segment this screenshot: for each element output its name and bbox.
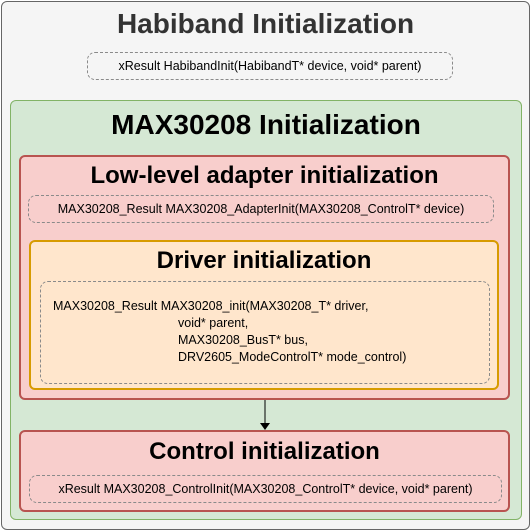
- signature-line: MAX30208_BusT* bus,: [178, 333, 308, 347]
- max30208-title: MAX30208 Initialization: [111, 109, 421, 140]
- control-initialization-container: Control initialization xResult MAX30208_…: [19, 430, 510, 512]
- habiband-title: Habiband Initialization: [116, 8, 415, 39]
- habiband-init-signature: xResult HabibandInit(HabibandT* device, …: [87, 52, 453, 80]
- driver-init-signature: MAX30208_Result MAX30208_init(MAX30208_T…: [40, 281, 490, 384]
- driver-initialization-container: Driver initialization MAX30208_Result MA…: [29, 240, 499, 390]
- flow-arrow: [260, 400, 270, 430]
- driver-title: Driver initialization: [156, 247, 372, 274]
- control-title: Control initialization: [149, 438, 380, 465]
- signature-line: DRV2605_ModeControlT* mode_control): [178, 350, 407, 364]
- signature-line: void* parent,: [178, 316, 249, 330]
- low-level-adapter-title: Low-level adapter initialization: [90, 162, 439, 189]
- driver-init-signature-text: MAX30208_Result MAX30208_init(MAX30208_T…: [53, 298, 406, 366]
- adapter-init-signature: MAX30208_Result MAX30208_AdapterInit(MAX…: [28, 195, 494, 223]
- control-init-signature: xResult MAX30208_ControlInit(MAX30208_Co…: [29, 475, 502, 503]
- arrow-head-icon: [260, 423, 270, 430]
- signature-line: MAX30208_Result MAX30208_init(MAX30208_T…: [53, 299, 369, 313]
